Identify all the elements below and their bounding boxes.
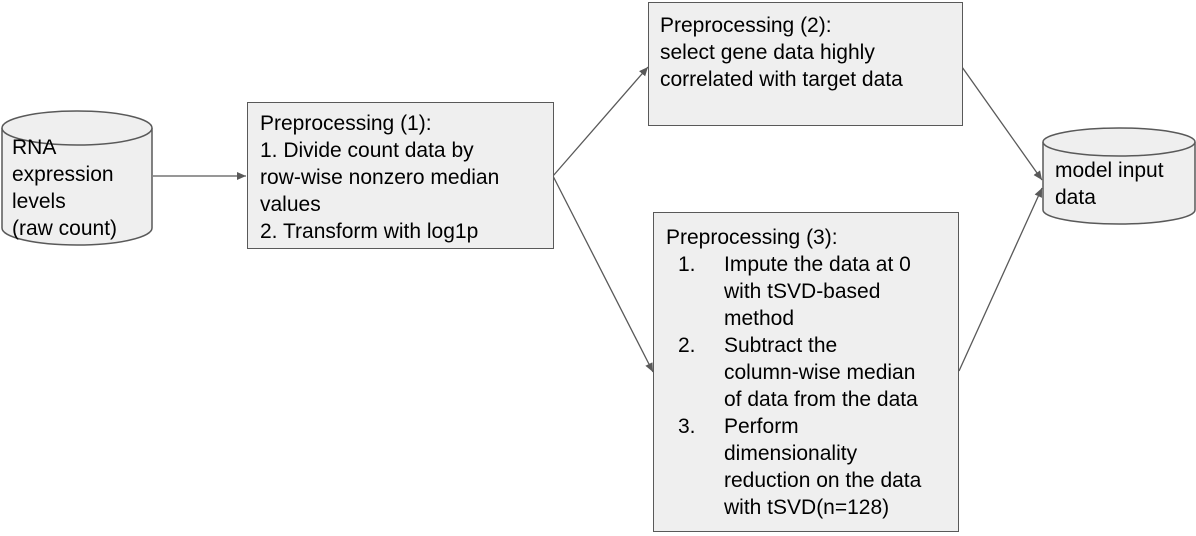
- step-text: Impute the data at 0 with tSVD-based met…: [724, 253, 911, 330]
- preprocessing-1-line: 2. Transform with log1p: [260, 220, 479, 243]
- step-text: Perform dimensionality reduction on the …: [724, 415, 922, 519]
- step-number: 1.: [678, 253, 696, 276]
- output-line: data: [1055, 186, 1096, 209]
- preprocessing-2-line: correlated with target data: [660, 68, 903, 91]
- output-node-label: model input data: [1055, 157, 1164, 211]
- arrow-pre2-to-output: [961, 66, 1043, 181]
- step-item: 1. Impute the data at 0 with tSVD-based …: [666, 251, 958, 332]
- preprocessing-3-steps: 1. Impute the data at 0 with tSVD-based …: [666, 251, 958, 521]
- arrow-pre1-to-pre3: [552, 175, 654, 373]
- arrow-pre1-to-pre2: [552, 66, 649, 177]
- preprocessing-2-box: Preprocessing (2): select gene data high…: [648, 2, 963, 126]
- preprocessing-1-line: values: [260, 193, 321, 216]
- output-cylinder: [1042, 127, 1196, 225]
- preprocessing-2-line: select gene data highly: [660, 41, 875, 64]
- input-line: RNA: [12, 136, 57, 159]
- output-line: model input: [1055, 159, 1164, 182]
- step-number: 2.: [678, 334, 696, 357]
- preprocessing-1-line: 1. Divide count data by: [260, 139, 474, 162]
- preprocessing-3-title: Preprocessing (3):: [666, 226, 838, 249]
- preprocessing-1-line: row-wise nonzero median: [260, 166, 500, 189]
- preprocessing-1-title: Preprocessing (1):: [260, 112, 432, 135]
- input-cylinder: [1, 110, 153, 246]
- input-line: (raw count): [12, 217, 118, 240]
- preprocessing-1-box: Preprocessing (1): 1. Divide count data …: [247, 102, 554, 249]
- step-item: 2. Subtract the column-wise median of da…: [666, 332, 958, 413]
- input-line: levels: [12, 190, 66, 213]
- preprocessing-3-box: Preprocessing (3): 1. Impute the data at…: [653, 212, 959, 532]
- input-node-label: RNA expression levels (raw count): [12, 134, 117, 242]
- preprocessing-2-title: Preprocessing (2):: [660, 14, 832, 37]
- step-item: 3. Perform dimensionality reduction on t…: [666, 413, 958, 521]
- arrow-pre3-to-output: [958, 187, 1043, 372]
- input-line: expression: [12, 163, 114, 186]
- step-text: Subtract the column-wise median of data …: [724, 334, 918, 411]
- step-number: 3.: [678, 415, 696, 438]
